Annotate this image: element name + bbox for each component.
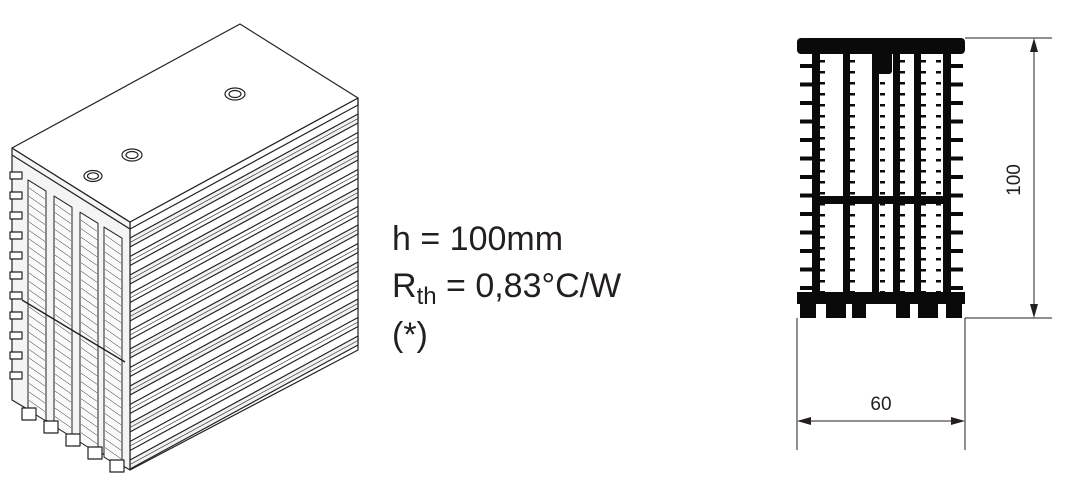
rth-symbol: R xyxy=(392,267,417,305)
width-dimension-label: 60 xyxy=(870,394,891,415)
footnote-text: (*) xyxy=(392,316,428,354)
dimension-lines xyxy=(796,37,1052,450)
height-spec: h = 100mm xyxy=(392,222,563,256)
height-spec-text: h = 100mm xyxy=(392,220,564,258)
height-dimension-label: 100 xyxy=(1004,164,1025,196)
rth-subscript: th xyxy=(416,283,437,310)
rth-value: = 0,83°C/W xyxy=(436,267,622,305)
heatsink-cross-section xyxy=(797,38,965,318)
footnote-mark: (*) xyxy=(392,318,428,352)
heatsink-isometric-drawing xyxy=(9,23,359,473)
thermal-resistance-spec: Rth = 0,83°C/W xyxy=(392,267,622,309)
